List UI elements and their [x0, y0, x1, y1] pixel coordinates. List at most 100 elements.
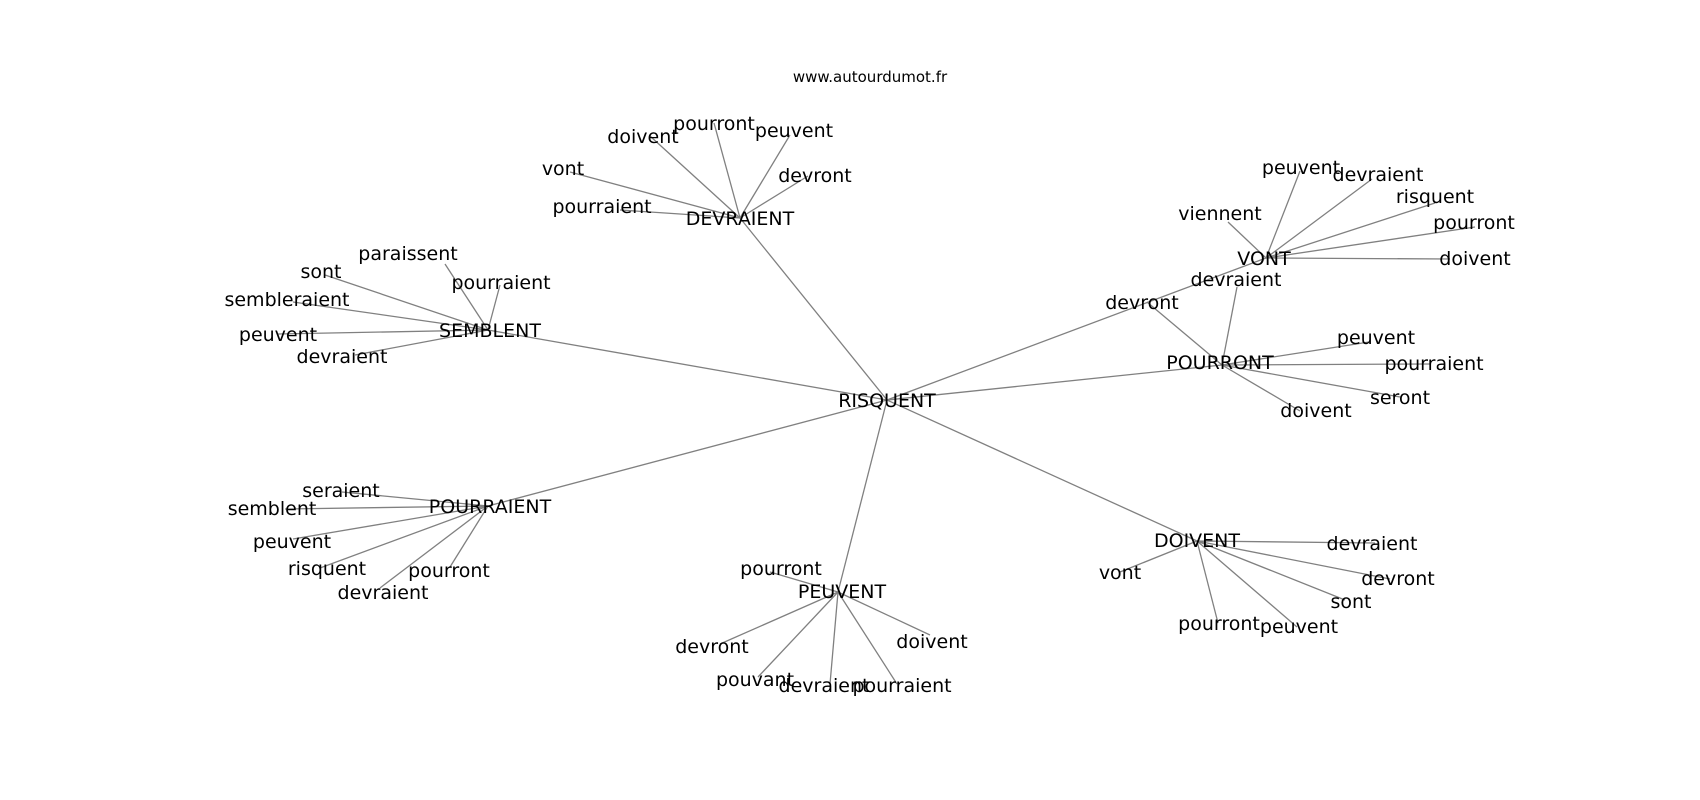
word-node-semblent-sont: sont	[300, 261, 341, 283]
word-node-doivent-vont: vont	[1099, 562, 1141, 584]
edge-center-semblent	[487, 329, 888, 401]
hub-node-devraient: DEVRAIENT	[686, 208, 795, 230]
edge-doivent-devraient	[1196, 540, 1376, 544]
word-node-semblent-peuvent: peuvent	[239, 324, 317, 346]
edge-devraient-pourront	[713, 122, 741, 219]
word-node-devraient-peuvent: peuvent	[755, 120, 833, 142]
edge-semblent-pourraient	[487, 284, 501, 331]
word-node-pourraient-pourront: pourront	[408, 560, 490, 582]
edge-pourront-seront	[1221, 364, 1401, 398]
word-node-doivent-devront: devront	[1361, 568, 1435, 590]
edge-pourront-peuvent	[1221, 341, 1370, 366]
edge-pourront-devraient	[1221, 286, 1238, 366]
edge-doivent-peuvent	[1196, 540, 1298, 628]
word-node-devraient-pourront: pourront	[673, 113, 755, 135]
edge-vont-pourront	[1265, 226, 1476, 259]
edge-peuvent-pourront	[769, 571, 839, 593]
edge-doivent-devront	[1196, 540, 1391, 580]
edge-center-pourront	[886, 364, 1223, 401]
word-node-pourraient-semblent: semblent	[228, 498, 317, 520]
edge-pourraient-seraient	[341, 491, 489, 507]
edge-semblent-sont	[324, 274, 489, 331]
word-node-devraient-doivent: doivent	[607, 126, 678, 148]
edge-semblent-paraissent	[444, 263, 489, 331]
edge-vont-risquent	[1265, 202, 1436, 259]
edge-peuvent-doivent	[837, 591, 931, 636]
edge-vont-peuvent	[1265, 170, 1301, 259]
word-node-vont-viennent: viennent	[1178, 203, 1261, 225]
word-node-vont-doivent: doivent	[1439, 248, 1510, 270]
word-node-devraient-vont: vont	[542, 158, 584, 180]
edge-devraient-pourraient	[619, 209, 741, 219]
edge-pourraient-semblent	[284, 505, 489, 510]
word-node-pourront-seront: seront	[1370, 387, 1430, 409]
edge-semblent-devraient	[354, 329, 489, 356]
word-node-doivent-devraient: devraient	[1327, 533, 1418, 555]
word-node-pourraient-seraient: seraient	[302, 480, 380, 502]
edge-peuvent-devraient	[829, 591, 839, 685]
word-node-vont-risquent: risquent	[1396, 186, 1474, 208]
word-node-doivent-pourront: pourront	[1178, 613, 1260, 635]
edge-devraient-peuvent	[739, 134, 791, 219]
word-node-devraient-pourraient: pourraient	[552, 196, 651, 218]
edge-center-pourraient	[487, 399, 888, 507]
hub-node-doivent: DOIVENT	[1154, 530, 1240, 552]
edge-pourront-doivent	[1221, 364, 1301, 412]
hub-node-peuvent: PEUVENT	[798, 581, 887, 603]
edge-peuvent-pourraient	[837, 591, 898, 685]
edge-semblent-sembleraient	[292, 301, 489, 331]
hub-node-pourraient: POURRAIENT	[429, 496, 552, 518]
word-node-pourront-doivent: doivent	[1280, 400, 1351, 422]
edge-center-doivent	[886, 399, 1198, 542]
word-node-peuvent-doivent: doivent	[896, 631, 967, 653]
edge-center-vont	[886, 257, 1267, 401]
edge-pourront-devront	[1146, 301, 1223, 366]
word-node-peuvent-pourraient: pourraient	[852, 675, 951, 697]
word-node-pourront-peuvent: peuvent	[1337, 327, 1415, 349]
edge-center-peuvent	[837, 399, 888, 593]
edge-pourraient-devraient	[379, 505, 489, 589]
center-node: RISQUENT	[838, 390, 936, 412]
word-node-doivent-sont: sont	[1330, 591, 1371, 613]
edge-devraient-doivent	[649, 135, 741, 219]
edge-doivent-vont	[1119, 540, 1198, 573]
hub-node-semblent: SEMBLENT	[439, 320, 541, 342]
word-node-pourront-devront: devront	[1105, 292, 1179, 314]
edge-doivent-sont	[1196, 540, 1346, 601]
word-node-peuvent-devront: devront	[675, 636, 749, 658]
edge-peuvent-pouvant	[757, 591, 839, 678]
word-node-semblent-sembleraient: sembleraient	[224, 289, 349, 311]
edge-center-devraient	[739, 217, 888, 401]
edge-vont-doivent	[1265, 257, 1451, 260]
word-node-peuvent-pouvant: pouvant	[716, 669, 794, 691]
word-node-vont-pourront: pourront	[1433, 212, 1515, 234]
word-node-vont-peuvent: peuvent	[1262, 157, 1340, 179]
word-node-vont-devraient: devraient	[1333, 164, 1424, 186]
word-node-pourront-devraient: devraient	[1191, 269, 1282, 291]
word-node-devraient-devront: devront	[778, 165, 852, 187]
word-node-pourront-pourraient: pourraient	[1384, 353, 1483, 375]
edge-peuvent-devront	[719, 591, 839, 645]
edge-pourraient-peuvent	[292, 505, 489, 540]
word-node-semblent-devraient: devraient	[297, 346, 388, 368]
edge-vont-devraient	[1265, 178, 1373, 259]
word-node-semblent-paraissent: paraissent	[358, 243, 457, 265]
edge-pourraient-pourront	[449, 505, 489, 568]
hub-node-vont: VONT	[1237, 248, 1291, 270]
word-node-pourraient-devraient: devraient	[338, 582, 429, 604]
edge-doivent-pourront	[1196, 540, 1219, 624]
edge-pourraient-risquent	[319, 505, 489, 569]
source-label: www.autourdumot.fr	[793, 68, 948, 86]
word-node-doivent-peuvent: peuvent	[1260, 616, 1338, 638]
graph-edges	[277, 122, 1476, 685]
edge-devraient-devront	[739, 175, 809, 219]
edge-devraient-vont	[569, 171, 741, 219]
hub-node-pourront: POURRONT	[1166, 352, 1274, 374]
word-node-semblent-pourraient: pourraient	[451, 272, 550, 294]
edge-vont-viennent	[1227, 221, 1267, 259]
word-node-peuvent-pourront: pourront	[740, 558, 822, 580]
word-node-pourraient-risquent: risquent	[288, 558, 366, 580]
edge-pourront-pourraient	[1221, 363, 1431, 366]
